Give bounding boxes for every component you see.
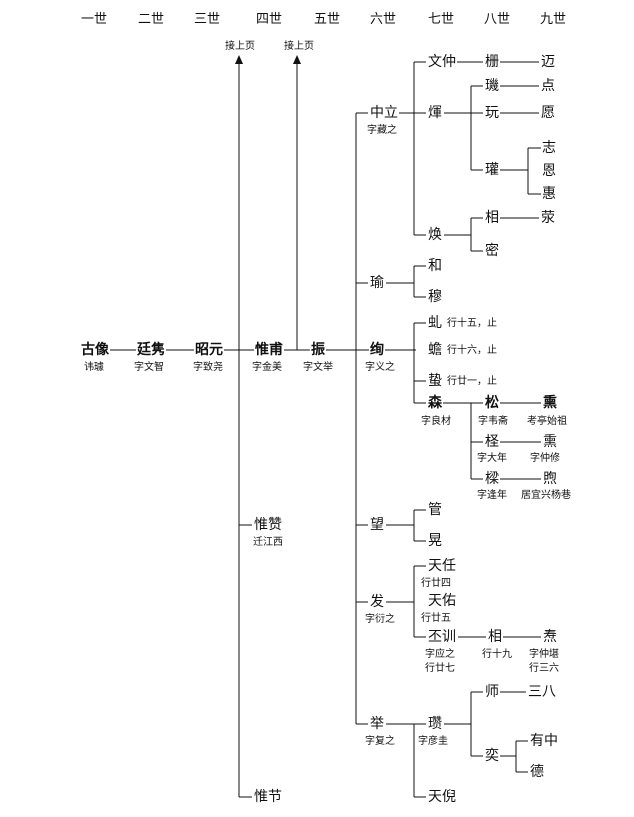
person-note: 字大年 [477,453,507,464]
person-name: 蟾 [427,342,443,358]
person-name: 玩 [484,105,500,121]
person-name: 天任 [427,558,457,574]
person-note: 讳璩 [84,362,104,373]
person-name: 密 [484,243,500,259]
generation-header: 一世 [81,12,108,27]
person-note: 字仲堪 [529,649,559,660]
person-name: 文仲 [427,54,457,70]
person-note: 字仲修 [530,453,560,464]
person-name: 中立 [369,105,399,121]
person-name: 煇 [427,105,443,121]
person-note: 考亭始祖 [527,416,567,427]
person-name: 相 [487,629,503,645]
person-name: 古像 [80,342,110,358]
arrow-up-icon [235,55,243,64]
person-name: 焕 [427,227,443,243]
person-name: 和 [427,258,443,274]
person-name: 松 [484,395,500,411]
person-name: 穆 [427,289,443,305]
person-name: 振 [310,342,326,358]
person-note: 字衍之 [365,614,395,625]
person-note: 居宜兴杨巷 [521,490,571,501]
person-name: 迈 [540,54,556,70]
person-name: 望 [369,517,385,533]
person-note: 行十五，止 [447,318,497,329]
generation-header: 五世 [314,12,341,27]
person-note: 字藏之 [367,125,397,136]
generation-header: 八世 [484,12,511,27]
person-note: 行十六，止 [447,345,497,356]
person-note: 行廿一，止 [447,376,497,387]
person-note: 字复之 [365,736,395,747]
person-name: 惟节 [253,789,283,805]
person-name: 惟赞 [253,517,283,533]
person-name: 点 [540,78,556,94]
person-note: 行十九 [482,649,512,660]
person-name: 三八 [527,684,557,700]
person-name: 璣 [484,78,500,94]
person-name: 师 [484,684,500,700]
person-note: 字良材 [421,416,451,427]
person-note: 迁江西 [253,537,283,548]
person-name: 绚 [369,342,385,358]
person-name: 晃 [427,533,443,549]
person-name: 瓘 [484,162,500,178]
generation-header: 九世 [540,12,567,27]
person-note: 字逢年 [477,490,507,501]
person-name: 瓒 [427,716,443,732]
person-name: 熏 [542,395,558,411]
arrow-up-icon [293,55,301,64]
person-name: 焘 [542,629,558,645]
person-name: 荥 [540,210,556,226]
generation-header: 三世 [194,12,221,27]
person-name: 柽 [484,434,500,450]
person-name: 有中 [529,733,559,749]
person-note: 字致尧 [193,362,223,373]
person-name: 举 [369,716,385,732]
person-name: 瑜 [369,275,385,291]
person-name: 昭元 [194,342,224,358]
person-note: 字义之 [365,362,395,373]
person-name: 天佑 [427,593,457,609]
continued-label: 接上页 [284,41,314,52]
generation-header: 七世 [428,12,455,27]
person-note: 字文智 [134,362,164,373]
generation-header: 二世 [138,12,165,27]
generation-header: 六世 [370,12,397,27]
person-note: 字金美 [252,362,282,373]
person-name: 天倪 [427,789,457,805]
person-name: 愿 [540,105,556,121]
person-note: 行廿七 [425,663,455,674]
person-note: 字文举 [303,362,333,373]
generation-header: 四世 [256,12,283,27]
person-note: 行廿四 [421,578,451,589]
person-name: 廷隽 [136,342,166,358]
person-note: 行三六 [529,663,559,674]
person-name: 蛰 [427,373,443,389]
person-name: 管 [427,502,443,518]
person-name: 相 [484,210,500,226]
person-note: 字应之 [425,649,455,660]
person-note: 行廿五 [421,613,451,624]
continued-label: 接上页 [225,41,255,52]
person-note: 字彦圭 [418,736,448,747]
person-name: 煦 [542,471,558,487]
person-name: 奕 [484,748,500,764]
person-name: 栅 [484,54,500,70]
person-name: 丕训 [427,629,457,645]
person-name: 森 [427,395,443,411]
person-name: 虬 [427,315,443,331]
person-name: 熏 [542,434,558,450]
person-name: 惠 [541,186,557,202]
person-name: 惟甫 [254,342,284,358]
person-note: 字韦斋 [478,416,508,427]
person-name: 德 [529,764,545,780]
person-name: 恩 [541,163,557,179]
person-name: 志 [541,140,557,156]
person-name: 樑 [484,471,500,487]
person-name: 发 [369,594,385,610]
